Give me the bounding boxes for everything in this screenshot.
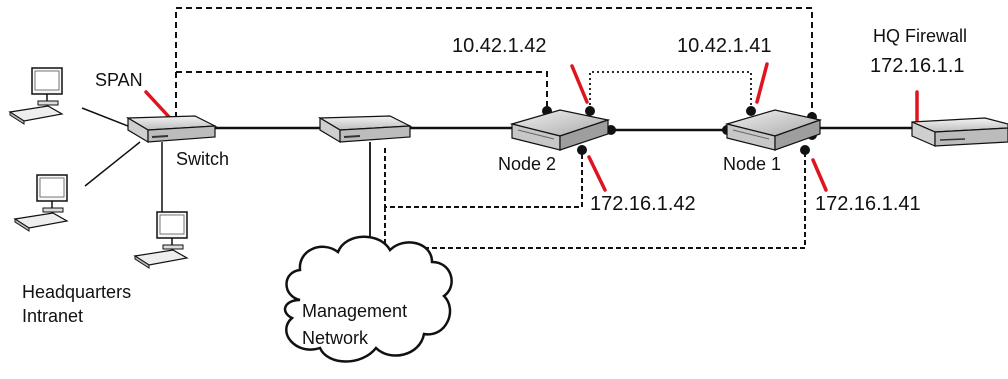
headquarters-label-line2: Intranet xyxy=(22,306,83,326)
node2-label: Node 2 xyxy=(498,154,556,174)
node1-mgmt-ip-label: 10.42.1.41 xyxy=(677,35,772,57)
port-dot xyxy=(585,106,595,116)
link-pc1-to-switch xyxy=(81,107,129,127)
callout-span xyxy=(144,90,172,120)
firewall-label-line2: 172.16.1.1 xyxy=(870,55,965,77)
firewall-label-line1: HQ Firewall xyxy=(873,26,967,46)
connections xyxy=(81,7,915,280)
span-link-to-node2 xyxy=(176,71,548,110)
node2-mgmt-ip-label: 10.42.1.42 xyxy=(452,35,547,57)
switch-label: Switch xyxy=(176,149,229,169)
callout-node2-mgmt-ip xyxy=(570,64,589,104)
server-node-icon xyxy=(724,109,823,151)
node1-label: Node 1 xyxy=(723,154,781,174)
node1-data-ip-label: 172.16.1.41 xyxy=(815,193,921,215)
node2-data-ip-label: 172.16.1.42 xyxy=(590,193,696,215)
callout-node1-data-ip xyxy=(811,158,828,192)
callouts xyxy=(144,62,919,192)
desktop-computer-icon xyxy=(8,67,64,125)
desktop-computer-icon xyxy=(13,174,69,232)
cloud-icon xyxy=(283,235,453,363)
callout-node2-data-ip xyxy=(587,155,607,192)
mgmt-link-node2-to-node1 xyxy=(589,71,752,110)
port-dot xyxy=(746,106,756,116)
port-dot xyxy=(577,145,587,155)
firewall-appliance-icon xyxy=(911,117,1008,147)
mgmt-network-link-node2 xyxy=(384,148,583,208)
management-label-line1: Management xyxy=(302,301,407,321)
headquarters-label-line1: Headquarters xyxy=(22,282,131,302)
network-switch-icon xyxy=(317,115,413,144)
labels: SPAN Switch Headquarters Intranet Manage… xyxy=(22,26,967,348)
link-pc2-to-switch xyxy=(84,141,141,187)
span-link-to-node1 xyxy=(175,7,813,118)
network-switch-icon xyxy=(125,115,218,144)
desktop-computer-icon xyxy=(133,211,189,269)
callout-node1-mgmt-ip xyxy=(755,62,769,104)
mgmt-network-link-node1 xyxy=(384,150,806,249)
port-dot xyxy=(800,145,810,155)
server-node-icon xyxy=(509,109,611,151)
management-label-line2: Network xyxy=(302,328,369,348)
span-label: SPAN xyxy=(95,70,143,90)
